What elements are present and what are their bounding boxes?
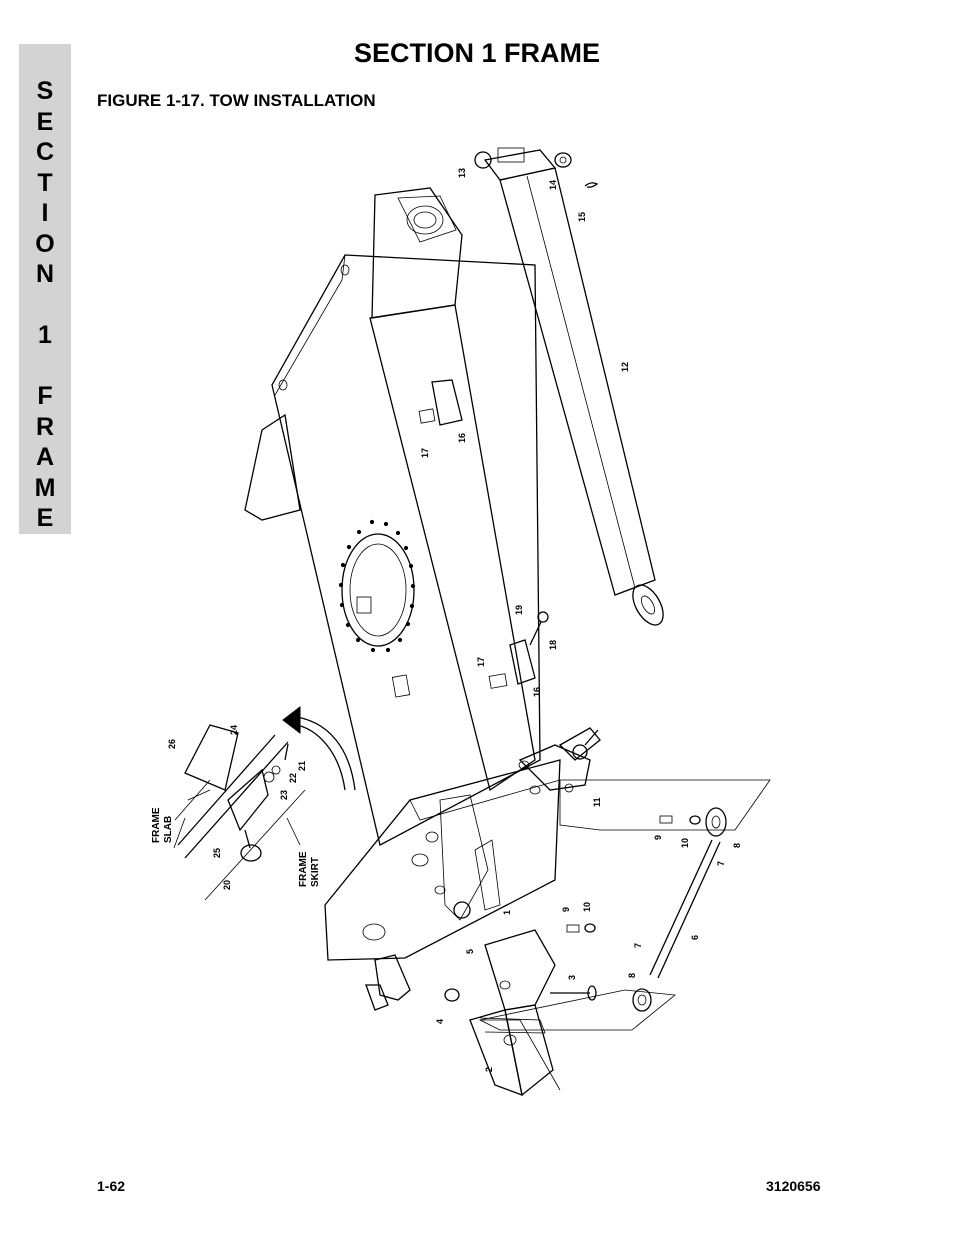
inset-detail	[174, 705, 356, 901]
callout-16b: 16	[532, 687, 542, 697]
frame-slab-label-line2: SLAB	[163, 816, 174, 843]
callout-labels: 13 14 15 12 16 17 19 18 17 16 11 26 24 2…	[151, 168, 742, 1072]
callout-20: 20	[222, 880, 232, 890]
leader-lines	[173, 789, 301, 849]
side-tab-letter: N	[35, 260, 55, 288]
clips	[418, 379, 549, 689]
callout-16a: 16	[457, 433, 467, 443]
side-tab-letter: S	[36, 77, 54, 105]
callout-17a: 17	[420, 448, 430, 458]
side-tab-letter: C	[35, 138, 55, 166]
page-title: SECTION 1 FRAME	[353, 38, 601, 68]
side-tab-letter: T	[37, 168, 53, 197]
callout-9b: 9	[561, 907, 571, 912]
link-rod	[478, 779, 771, 1031]
callout-10a: 10	[680, 838, 690, 848]
callout-2: 2	[484, 1067, 494, 1072]
figure-caption: FIGURE 1-17. TOW INSTALLATION	[97, 91, 376, 110]
callout-10b: 10	[582, 902, 592, 912]
frame-slab-label-line1: FRAME	[151, 807, 162, 843]
callout-24: 24	[229, 725, 239, 735]
side-tab-letter: E	[36, 504, 54, 532]
callout-7b: 7	[633, 943, 643, 948]
side-tab-letter: 1	[38, 321, 52, 349]
callout-1: 1	[502, 910, 512, 915]
callout-15: 15	[577, 212, 587, 222]
callout-12: 12	[620, 362, 630, 372]
side-tab-letter: I	[41, 199, 49, 227]
callout-8b: 8	[627, 973, 637, 978]
callout-14: 14	[548, 180, 558, 190]
side-tab-letter: E	[36, 107, 54, 136]
callout-26: 26	[167, 739, 177, 749]
callout-21: 21	[297, 761, 307, 771]
document-number: 3120656	[766, 1178, 821, 1194]
side-tab-letter: A	[35, 443, 55, 471]
callout-9a: 9	[653, 835, 663, 840]
callout-25: 25	[212, 848, 222, 858]
frame-skirt-label-line1: FRAME	[298, 851, 309, 887]
callout-6: 6	[690, 935, 700, 940]
page-number: 1-62	[97, 1178, 126, 1194]
callout-13: 13	[457, 168, 467, 178]
callout-8a: 8	[732, 843, 742, 848]
side-tab-letter: F	[37, 382, 53, 410]
callout-19: 19	[514, 605, 524, 615]
lower-bracket	[444, 923, 597, 1097]
tow-bar	[474, 147, 664, 626]
callout-11: 11	[592, 797, 602, 807]
side-tab-letter: O	[35, 229, 55, 258]
callout-3: 3	[567, 975, 577, 980]
callout-18: 18	[548, 640, 558, 650]
callout-22: 22	[288, 773, 298, 783]
callout-17b: 17	[476, 657, 486, 667]
callout-5: 5	[465, 949, 475, 954]
callout-23: 23	[279, 790, 289, 800]
callout-4: 4	[435, 1019, 445, 1024]
frame-skirt-label-line2: SKIRT	[310, 857, 321, 887]
side-tab-letter: M	[34, 473, 56, 502]
callout-7a: 7	[716, 861, 726, 866]
main-frame	[244, 187, 601, 1011]
side-tab-letter: R	[35, 412, 55, 441]
